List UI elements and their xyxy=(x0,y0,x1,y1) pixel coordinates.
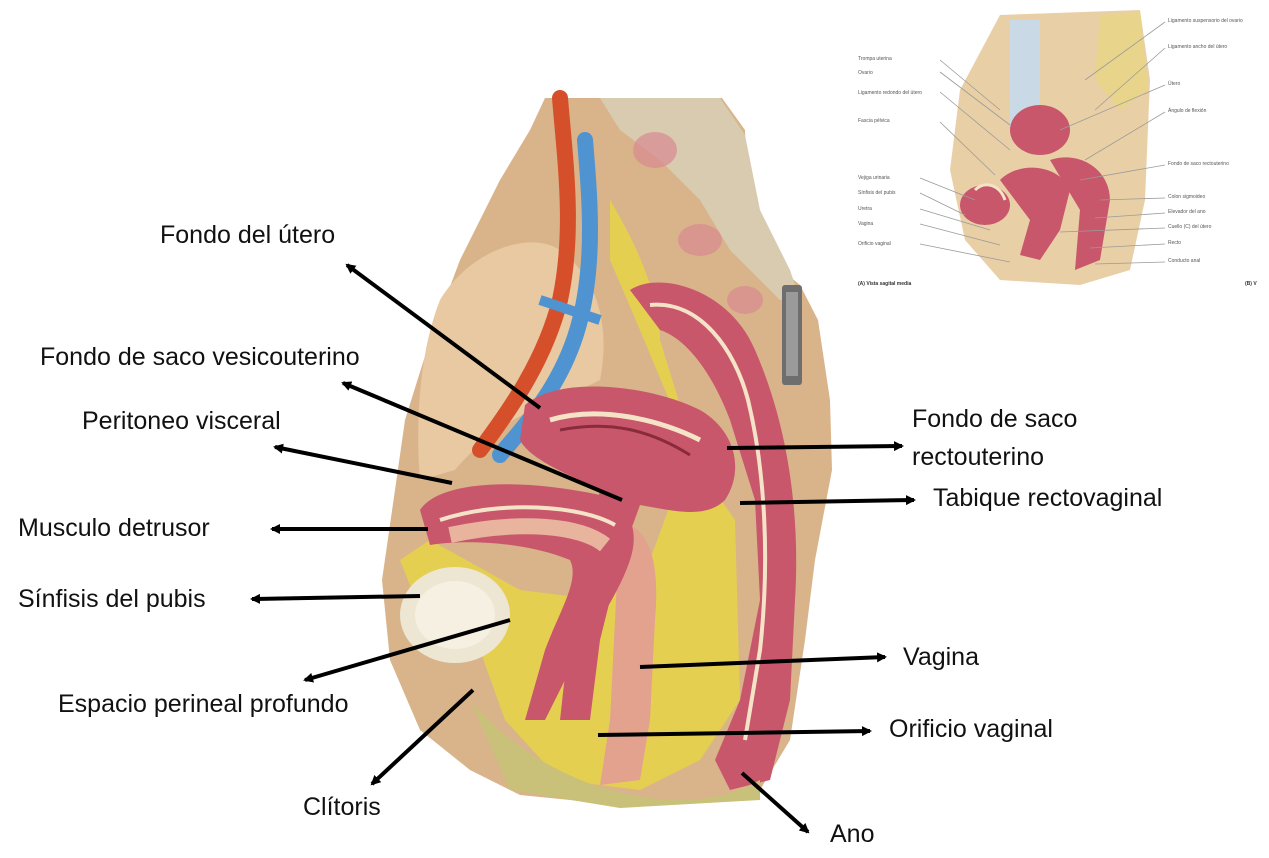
label-sinfisis-pubis: Sínfisis del pubis xyxy=(18,583,206,616)
inset-left-label-5: Sínfisis del pubis xyxy=(858,190,896,196)
inset-left-label-6: Uretra xyxy=(858,206,872,212)
inset-right-label-6: Elevador del ano xyxy=(1168,209,1206,215)
label-fondo-utero: Fondo del útero xyxy=(160,219,335,252)
arrow-ano xyxy=(742,773,808,832)
label-clitoris: Clítoris xyxy=(303,791,381,824)
inset-caption-b: (B) V xyxy=(1245,281,1257,287)
label-musculo-detrusor: Musculo detrusor xyxy=(18,512,210,545)
label-fondo-saco-rectouterino-line2: rectouterino xyxy=(912,441,1044,474)
inset-left-label-8: Orificio vaginal xyxy=(858,241,891,247)
label-ano: Ano xyxy=(830,818,874,851)
inset-diagram: Trompa uterina Ovario Ligamento redondo … xyxy=(850,0,1269,295)
label-tabique-rectovaginal: Tabique rectovaginal xyxy=(933,482,1162,515)
inset-left-label-4: Vejiga urinaria xyxy=(858,175,890,181)
label-fondo-saco-vesicouterino: Fondo de saco vesicouterino xyxy=(40,341,360,374)
label-fondo-saco-rectouterino-line1: Fondo de saco xyxy=(912,403,1077,436)
inset-right-label-5: Colon sigmoideo xyxy=(1168,194,1205,200)
inset-left-label-0: Trompa uterina xyxy=(858,56,892,62)
label-orificio-vaginal: Orificio vaginal xyxy=(889,713,1053,746)
inset-right-label-3: Ángulo de flexión xyxy=(1168,107,1207,114)
inset-right-label-9: Conducto anal xyxy=(1168,258,1200,264)
inset-right-label-2: Útero xyxy=(1168,80,1180,87)
label-espacio-perineal-profundo: Espacio perineal profundo xyxy=(58,688,348,721)
inset-right-label-4: Fondo de saco rectouterino xyxy=(1168,161,1229,167)
inset-caption-a: (A) Vista sagital media xyxy=(858,281,911,287)
arrow-fondo-saco-rectouterino xyxy=(727,446,902,448)
inset-left-label-2: Ligamento redondo del útero xyxy=(858,90,922,96)
label-peritoneo-visceral: Peritoneo visceral xyxy=(82,405,281,438)
pelvic-model xyxy=(382,98,832,808)
inset-left-label-3: Fascia pélvica xyxy=(858,118,890,124)
inset-right-label-8: Recto xyxy=(1168,240,1181,246)
inset-left-label-1: Ovario xyxy=(858,70,873,76)
inset-right-label-1: Ligamento ancho del útero xyxy=(1168,44,1227,50)
inset-right-label-0: Ligamento suspensorio del ovario xyxy=(1168,18,1243,24)
label-vagina: Vagina xyxy=(903,641,979,674)
inset-left-label-7: Vagina xyxy=(858,221,873,227)
inset-right-label-7: Cuello (C) del útero xyxy=(1168,224,1212,230)
